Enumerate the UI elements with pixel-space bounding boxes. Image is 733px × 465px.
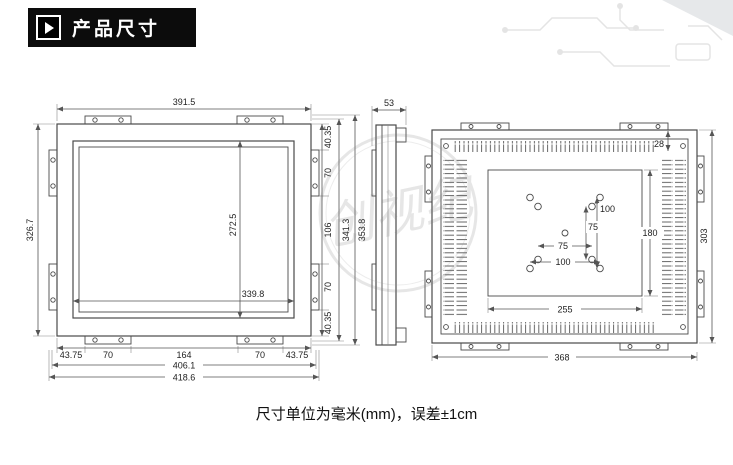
rear-vent-slots bbox=[443, 141, 686, 333]
rear-inner-outline bbox=[440, 138, 689, 335]
dim-label-vesa-h100: 100 bbox=[555, 257, 570, 267]
unit-note: 尺寸单位为毫米(mm)，误差±1cm bbox=[255, 406, 478, 423]
dim-rear-overall-height: 303 bbox=[699, 129, 716, 344]
play-triangle-icon bbox=[45, 21, 54, 34]
dim-rear-plate-width: 255 bbox=[487, 298, 643, 315]
rear-frame-outline bbox=[431, 129, 698, 344]
dim-label-right-seg2: 70 bbox=[323, 168, 333, 178]
dim-rear-overall-width: 368 bbox=[431, 345, 698, 363]
dim-label-top-inset: 28 bbox=[654, 139, 664, 149]
dim-label-front-top-width: 391.5 bbox=[173, 97, 196, 107]
dim-front-bottom-chain: 43.75 70 164 70 43.75 bbox=[56, 338, 312, 360]
vent-slots-right-2 bbox=[675, 158, 686, 318]
dim-front-screen-height: 272.5 bbox=[228, 141, 243, 318]
side-body-outline bbox=[375, 124, 397, 346]
dim-label-plate-width: 255 bbox=[557, 305, 572, 315]
vent-slots-left-1 bbox=[443, 158, 454, 318]
dim-label-right-seg4: 70 bbox=[323, 282, 333, 292]
vent-slots-right-1 bbox=[662, 158, 673, 318]
dim-label-bottom-total-outer: 418.6 bbox=[173, 373, 196, 383]
dim-front-bottom-total-inner: 406.1 bbox=[51, 350, 317, 371]
rear-vesa-plate bbox=[487, 169, 643, 297]
dim-front-top-width: 391.5 bbox=[56, 97, 312, 121]
dim-label-rear-height: 303 bbox=[699, 228, 709, 243]
dim-rear-plate-height: 180 bbox=[636, 169, 664, 297]
side-brackets bbox=[371, 127, 407, 343]
dim-label-screen-height: 272.5 bbox=[228, 214, 238, 237]
front-screen-inner-line bbox=[78, 146, 289, 313]
dim-label-right-total-inner: 341.3 bbox=[341, 219, 351, 242]
dim-label-plate-height: 180 bbox=[642, 228, 657, 238]
dim-label-front-left-height: 326.7 bbox=[25, 219, 35, 242]
dim-front-right-chain: 40.35 70 106 70 40.35 bbox=[311, 123, 333, 337]
rear-mounting-tabs bbox=[424, 122, 705, 351]
dim-label-right-seg1: 40.35 bbox=[323, 126, 333, 149]
dim-front-screen-width: 339.8 bbox=[73, 289, 294, 304]
dim-front-bottom-total-outer: 418.6 bbox=[48, 350, 320, 383]
dim-label-bottom-seg4: 70 bbox=[255, 350, 265, 360]
side-view bbox=[371, 124, 407, 346]
dim-label-bottom-seg5: 43.75 bbox=[286, 350, 309, 360]
front-frame-outline bbox=[56, 123, 312, 337]
dim-label-bottom-seg1: 43.75 bbox=[60, 350, 83, 360]
dim-label-rear-width: 368 bbox=[554, 353, 569, 363]
dim-label-right-seg5: 40.35 bbox=[323, 312, 333, 335]
circuit-pattern-decoration bbox=[502, 0, 733, 67]
dim-label-bottom-total-inner: 406.1 bbox=[173, 361, 196, 371]
vent-slots-top bbox=[452, 141, 655, 152]
vent-slots-left-2 bbox=[456, 158, 467, 318]
front-view bbox=[48, 115, 320, 345]
dim-label-vesa-v100: 100 bbox=[600, 204, 615, 214]
dim-side-depth: 53 bbox=[371, 98, 407, 146]
dim-front-left-height: 326.7 bbox=[25, 123, 55, 337]
dim-label-vesa-v75: 75 bbox=[588, 222, 598, 232]
dim-vesa-horizontal-75: 75 bbox=[538, 240, 592, 252]
front-screen-opening bbox=[72, 140, 295, 319]
rear-mounting-holes bbox=[426, 124, 703, 349]
dim-label-bottom-seg2: 70 bbox=[103, 350, 113, 360]
front-mounting-tabs bbox=[48, 115, 320, 345]
dim-label-side-depth: 53 bbox=[384, 98, 394, 108]
front-mounting-holes bbox=[50, 117, 318, 343]
dim-label-right-total-outer: 353.8 bbox=[357, 219, 367, 242]
dim-label-screen-width: 339.8 bbox=[242, 289, 265, 299]
dim-label-right-seg3: 106 bbox=[323, 222, 333, 237]
dim-front-right-total-inner: 341.3 bbox=[312, 118, 351, 342]
play-arrow-icon bbox=[36, 15, 61, 40]
section-title: 产品尺寸 bbox=[72, 19, 161, 40]
vent-slots-bottom bbox=[452, 322, 655, 333]
dim-vesa-vertical-75: 75 bbox=[583, 206, 604, 260]
dim-rear-top-inset: 28 bbox=[654, 131, 671, 151]
dim-vesa-horizontal-100: 100 bbox=[530, 256, 600, 268]
dim-label-bottom-seg3: 164 bbox=[176, 350, 191, 360]
dim-label-vesa-h75: 75 bbox=[558, 241, 568, 251]
section-header: 产品尺寸 bbox=[28, 8, 196, 47]
dim-front-right-total-outer: 353.8 bbox=[312, 114, 367, 346]
